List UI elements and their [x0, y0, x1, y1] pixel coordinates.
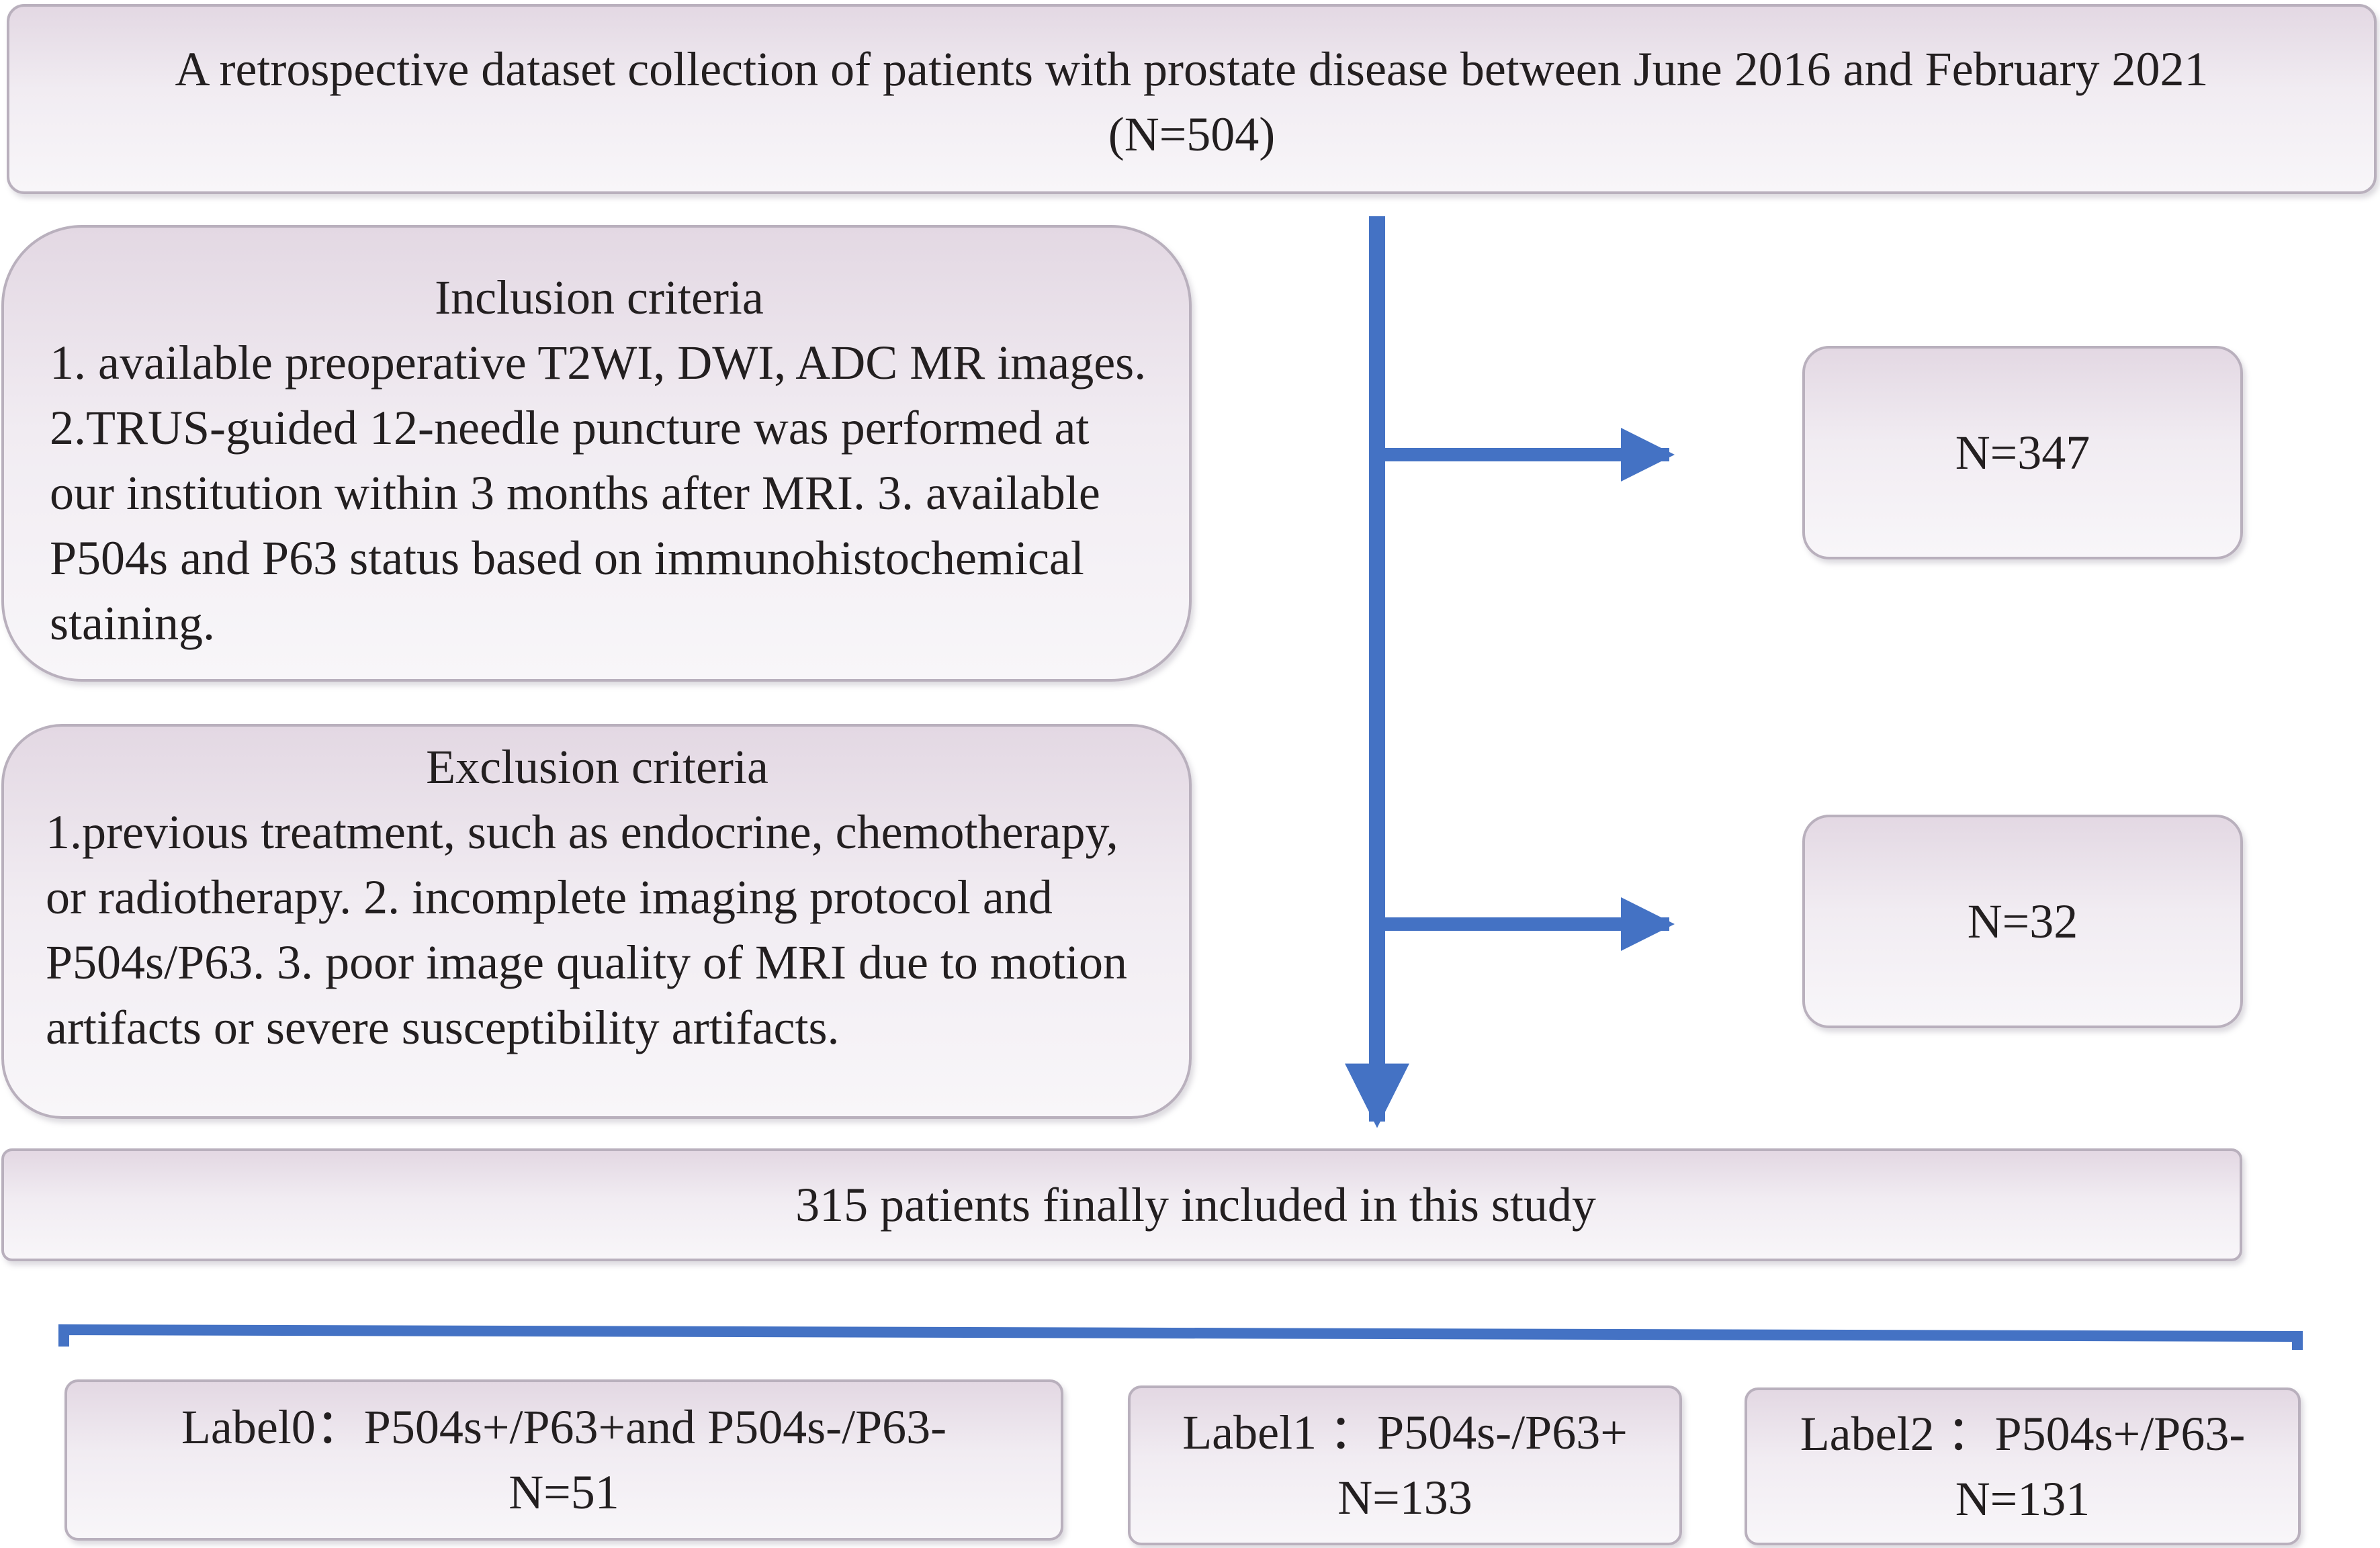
inclusion-result-count: N=347 — [1955, 425, 2090, 480]
label2-text: Label2 ：P504s+/P63- — [1800, 1406, 2246, 1461]
inclusion-criteria-box: Inclusion criteria 1. available preopera… — [1, 225, 1192, 682]
final-included-text: 315 patients finally included in this st… — [795, 1177, 1596, 1232]
exclusion-result-box: N=32 — [1802, 815, 2243, 1028]
label0-text: Label0：P504s+/P63+and P504s-/P63- — [181, 1400, 947, 1454]
dataset-collection-count: (N=504) — [1108, 107, 1276, 161]
dataset-collection-line1: A retrospective dataset collection of pa… — [175, 42, 2209, 96]
inclusion-result-box: N=347 — [1802, 346, 2243, 559]
exclusion-criteria-box: Exclusion criteria 1.previous treatment,… — [1, 724, 1192, 1119]
exclusion-result-count: N=32 — [1967, 894, 2078, 948]
inclusion-criteria-text: 1. available preoperative T2WI, DWI, ADC… — [50, 336, 1147, 650]
label1-box: Label1 ：P504s-/P63+ N=133 — [1128, 1385, 1682, 1545]
label0-count: N=51 — [509, 1465, 619, 1519]
exclusion-criteria-text: 1.previous treatment, such as endocrine,… — [46, 805, 1127, 1054]
label1-text: Label1 ：P504s-/P63+ — [1182, 1406, 1628, 1459]
label0-box: Label0：P504s+/P63+and P504s-/P63- N=51 — [64, 1379, 1063, 1541]
label2-box: Label2 ：P504s+/P63- N=131 — [1745, 1387, 2301, 1545]
final-included-box: 315 patients finally included in this st… — [1, 1148, 2242, 1261]
dataset-collection-box: A retrospective dataset collection of pa… — [7, 4, 2377, 194]
inclusion-criteria-title: Inclusion criteria — [435, 271, 764, 324]
label-bracket — [58, 1324, 2303, 1350]
label2-count: N=131 — [1955, 1471, 2090, 1526]
exclusion-criteria-title: Exclusion criteria — [426, 740, 768, 794]
label1-count: N=133 — [1337, 1471, 1472, 1524]
